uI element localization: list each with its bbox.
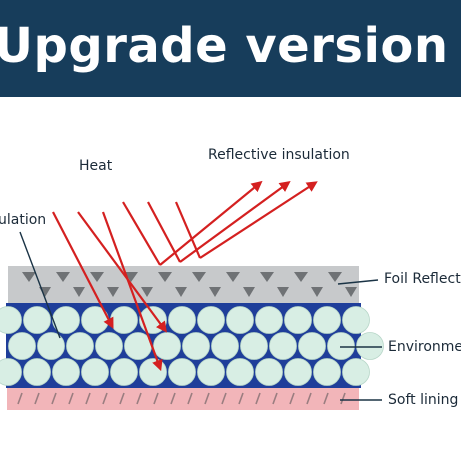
triangle-icon	[158, 272, 172, 282]
slash-icon	[34, 392, 40, 405]
bead-circle	[342, 358, 370, 386]
bead-circle	[226, 358, 254, 386]
bead-circle	[356, 332, 384, 360]
triangle-icon	[209, 287, 221, 297]
triangle-icon	[107, 287, 119, 297]
slash-icon	[238, 392, 244, 405]
slash-icon	[170, 392, 176, 405]
triangle-icon	[175, 287, 187, 297]
bead-circle	[110, 306, 138, 334]
bead-circle	[66, 332, 94, 360]
bead-circle	[0, 306, 22, 334]
triangle-icon	[141, 287, 153, 297]
bead-circle	[23, 358, 51, 386]
heat-label: Heat	[79, 158, 113, 174]
slash-icon	[255, 392, 261, 405]
reflective-insulation-label: Reflective insulation	[208, 147, 350, 163]
slash-icon	[289, 392, 295, 405]
environment-label: Environme	[388, 339, 461, 355]
slash-icon	[136, 392, 142, 405]
triangle-icon	[124, 272, 138, 282]
arrow-icon	[159, 180, 263, 266]
bead-circle	[284, 306, 312, 334]
slash-icon	[323, 392, 329, 405]
bead-circle	[255, 306, 283, 334]
bead-circle	[168, 306, 196, 334]
bead-circle	[168, 358, 196, 386]
slash-icon	[187, 392, 193, 405]
slash-icon	[51, 392, 57, 405]
title-banner: Upgrade version sunsh	[0, 0, 461, 97]
triangle-icon	[277, 287, 289, 297]
bead-circle	[182, 332, 210, 360]
slash-icon	[306, 392, 312, 405]
bead-circle	[298, 332, 326, 360]
bead-circle	[327, 332, 355, 360]
triangle-icon	[294, 272, 308, 282]
bead-circle	[139, 358, 167, 386]
bead-circle	[0, 358, 22, 386]
bead-circle	[197, 358, 225, 386]
triangle-icon	[328, 272, 342, 282]
triangle-icon	[311, 287, 323, 297]
slash-icon	[68, 392, 74, 405]
triangle-icon	[226, 272, 240, 282]
bead-circle	[153, 332, 181, 360]
triangle-icon	[192, 272, 206, 282]
slash-icon	[340, 392, 346, 405]
slash-icon	[17, 392, 23, 405]
insulation-label: ulation	[0, 212, 47, 228]
foil-reflective-label: Foil Reflect	[384, 271, 461, 287]
triangle-icon	[90, 272, 104, 282]
pointer-line	[337, 279, 379, 285]
slash-icon	[221, 392, 227, 405]
triangle-icon	[260, 272, 274, 282]
bead-circle	[255, 358, 283, 386]
slash-icon	[119, 392, 125, 405]
slash-icon	[153, 392, 159, 405]
bead-circle	[313, 358, 341, 386]
bead-circle	[8, 332, 36, 360]
bead-circle	[269, 332, 297, 360]
bead-circle	[37, 332, 65, 360]
slash-icon	[102, 392, 108, 405]
slash-icon	[85, 392, 91, 405]
bead-circle	[95, 332, 123, 360]
bead-circle	[52, 358, 80, 386]
bead-circle	[211, 332, 239, 360]
bead-circle	[284, 358, 312, 386]
bead-circle	[110, 358, 138, 386]
triangle-icon	[345, 287, 357, 297]
bead-circle	[197, 306, 225, 334]
arrow-icon	[101, 211, 163, 372]
triangle-icon	[73, 287, 85, 297]
bead-circle	[81, 358, 109, 386]
banner-title: Upgrade version sunsh	[0, 18, 461, 74]
soft-lining-layer	[7, 388, 359, 410]
triangle-icon	[56, 272, 70, 282]
bead-circle	[240, 332, 268, 360]
bead-circle	[23, 306, 51, 334]
arrow-icon	[122, 201, 161, 266]
pointer-line	[19, 231, 61, 339]
bead-circle	[226, 306, 254, 334]
triangle-icon	[243, 287, 255, 297]
arrow-icon	[174, 201, 202, 259]
arrow-icon	[77, 211, 167, 333]
soft-lining-label: Soft lining	[388, 392, 459, 408]
bead-circle	[313, 306, 341, 334]
triangle-icon	[22, 272, 36, 282]
slash-icon	[272, 392, 278, 405]
arrow-icon	[199, 181, 318, 259]
arrow-icon	[179, 181, 291, 263]
bead-circle	[342, 306, 370, 334]
arrow-icon	[52, 211, 114, 329]
slash-icon	[204, 392, 210, 405]
